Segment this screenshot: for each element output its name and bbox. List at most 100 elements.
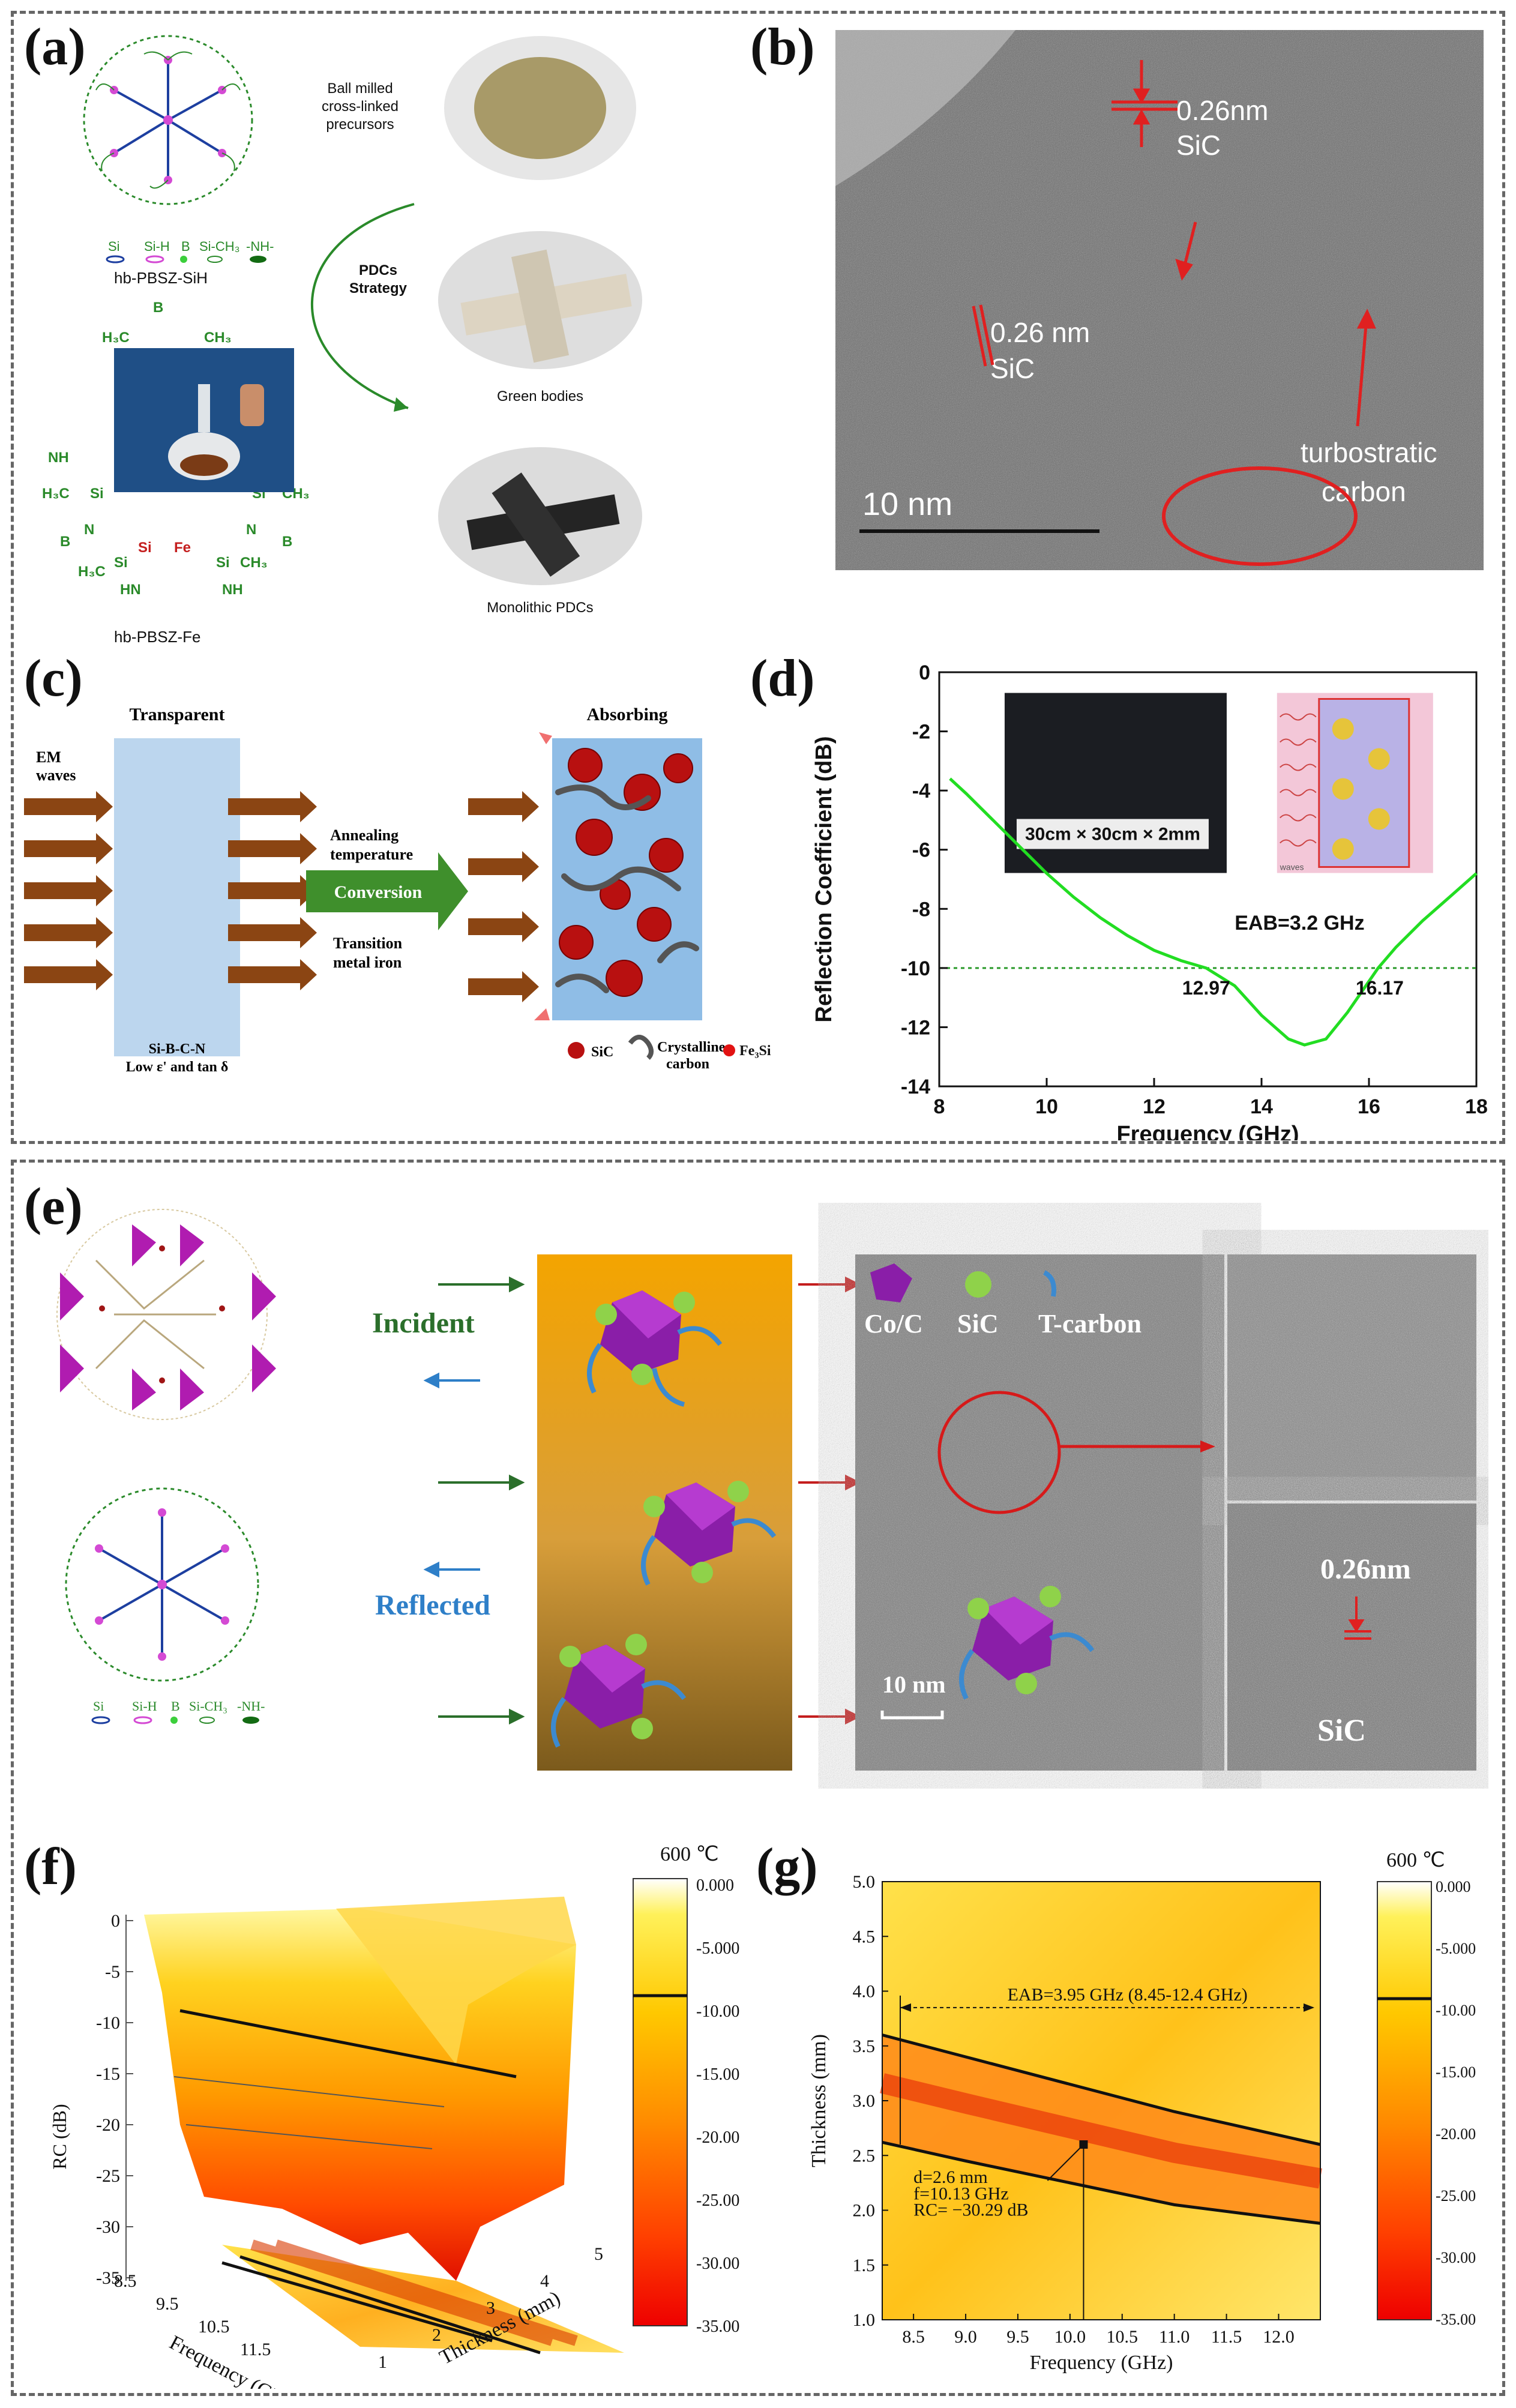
g-colorbar-tick-label: -20.00	[1436, 2125, 1476, 2143]
svg-text:Fe: Fe	[174, 540, 191, 556]
d-x-tick-label: 18	[1465, 1095, 1488, 1118]
d-inset-waves-label: waves	[1280, 862, 1304, 872]
g-marker-f: f=10.13 GHz	[913, 2184, 1009, 2203]
d-y-tick-label: -4	[912, 780, 930, 802]
legend-sic: SiC	[591, 1044, 613, 1060]
g-colorbar-tick-label: -35.00	[1436, 2311, 1476, 2328]
sibcn-2: Low ε' and tan δ	[126, 1059, 229, 1075]
f-y-tick-label: 4	[540, 2271, 549, 2291]
f-z-tick-label: -30	[96, 2217, 120, 2237]
annealing-2: temperature	[330, 846, 413, 863]
panel-g-contour-plot: EAB=3.95 GHz (8.45-12.4 GHz)d=2.6 mmf=10…	[808, 1849, 1476, 2374]
d-y-tick-label: 0	[919, 661, 930, 684]
transparent-label: Transparent	[130, 705, 225, 724]
svg-text:NH: NH	[222, 582, 243, 598]
d-x-tick-label: 12	[1143, 1095, 1166, 1118]
f-y-tick-label: 3	[486, 2298, 495, 2318]
mol-legend-sich3: Si-CH₃	[199, 239, 240, 254]
svg-text:B: B	[60, 534, 70, 550]
d-y-tick-label: -14	[901, 1076, 930, 1098]
g-x-tick-label: 10.5	[1107, 2327, 1139, 2347]
g-y-tick-label: 1.0	[853, 2310, 876, 2330]
f-x-tick-label: 8.5	[114, 2271, 137, 2291]
g-colorbar-tick-label: -5.000	[1436, 1940, 1476, 1957]
legend-carbon: carbon	[666, 1056, 709, 1072]
mol-legend-si: Si	[108, 239, 120, 254]
panel-label-b: (b)	[750, 18, 815, 76]
d-inset-label: 30cm × 30cm × 2mm	[1025, 825, 1200, 844]
f-colorbar-tick-label: 0.000	[696, 1876, 734, 1895]
d-y-tick-label: -10	[901, 957, 930, 980]
svg-text:CH₃: CH₃	[204, 330, 232, 346]
f-x-tick-label: 10.5	[198, 2317, 230, 2337]
tem-b-turbo-1: turbostratic	[1301, 437, 1437, 468]
svg-text:Si: Si	[138, 540, 152, 556]
d-y-axis-label: Reflection Coefficient (dB)	[811, 736, 837, 1022]
g-x-tick-label: 11.5	[1211, 2327, 1242, 2347]
g-y-tick-label: 3.0	[853, 2091, 876, 2111]
f-colorbar-tick-label: -10.00	[696, 2002, 739, 2021]
tem-e-scale-label: 10 nm	[882, 1671, 946, 1698]
incident-label: Incident	[372, 1307, 475, 1339]
g-x-tick-label: 9.5	[1006, 2327, 1029, 2347]
g-colorbar-tick-label: -25.00	[1436, 2187, 1476, 2205]
panel-label-a: (a)	[24, 18, 86, 76]
d-y-tick-label: -6	[912, 839, 930, 862]
svg-text:HN: HN	[120, 582, 141, 598]
svg-text:B: B	[153, 299, 163, 316]
f-z-tick-label: -15	[96, 2064, 120, 2084]
f-y-tick-label: 1	[378, 2352, 387, 2372]
tem-b-spacing-2: 0.26 nm	[990, 317, 1090, 348]
d-inset-label-bg	[1016, 819, 1209, 849]
tem-e-sic-label: SiC	[1317, 1714, 1366, 1748]
panel-f-surface-plot: 0-5-10-15-20-25-30-35 RC (dB) 8.59.510.5…	[49, 1843, 739, 2389]
panel-label-f: (f)	[24, 1838, 77, 1896]
legend-fe3si: Fe₃Si	[739, 1043, 771, 1059]
svg-text:N: N	[246, 522, 256, 538]
svg-text:H₃C: H₃C	[102, 330, 130, 346]
f-y-tick-label: 2	[432, 2325, 441, 2345]
ball-milled-line1: Ball milled	[327, 80, 393, 97]
hb-pbsz-sih-label: hb-PBSZ-SiH	[114, 269, 208, 287]
panel-label-g: (g)	[756, 1838, 818, 1896]
transition-1: Transition	[333, 935, 403, 952]
g-marker-rc: RC= −30.29 dB	[913, 2200, 1028, 2220]
e-legend-nh: -NH-	[237, 1699, 265, 1714]
transition-2: metal iron	[333, 954, 402, 971]
f-colorbar-tick-label: -20.00	[696, 2128, 739, 2147]
svg-text:Si: Si	[114, 555, 128, 571]
f-colorbar-title: 600 ℃	[660, 1843, 719, 1865]
g-y-tick-label: 1.5	[853, 2256, 876, 2275]
green-bodies-label: Green bodies	[497, 388, 583, 405]
pdcs-arrow	[311, 203, 415, 409]
ball-milled-line2: cross-linked	[322, 98, 399, 115]
g-colorbar-tick-label: 0.000	[1436, 1878, 1471, 1895]
f-colorbar-tick-label: -25.00	[696, 2191, 739, 2210]
pdcs-line2: Strategy	[349, 280, 408, 296]
g-y-tick-label: 2.5	[853, 2146, 876, 2166]
svg-text:NH: NH	[48, 450, 69, 466]
monolithic-label: Monolithic PDCs	[487, 600, 593, 616]
e-legend-tcarbon: T-carbon	[1038, 1309, 1142, 1338]
g-colorbar-title: 600 ℃	[1386, 1849, 1445, 1871]
transparent-slab	[114, 738, 240, 1056]
tem-b-spacing-1: 0.26nm	[1176, 95, 1268, 126]
hb-pbsz-sih-molecule	[83, 35, 253, 205]
em-label-2: waves	[36, 766, 76, 784]
tem-e-lattice-label: 0.26nm	[1320, 1553, 1411, 1585]
f-y-tick-label: 5	[594, 2244, 603, 2264]
f-colorbar-tick-label: -35.00	[696, 2317, 739, 2336]
f-z-tick-label: 0	[111, 1911, 120, 1931]
reflected-label: Reflected	[375, 1589, 490, 1621]
f-colorbar-tick-label: -30.00	[696, 2254, 739, 2273]
f-z-axis-ticks: 0-5-10-15-20-25-30-35	[96, 1911, 133, 2288]
d-eab-annotation: EAB=3.2 GHz	[1235, 912, 1364, 935]
g-x-tick-label: 8.5	[902, 2327, 925, 2347]
mof-structure	[56, 1209, 276, 1420]
f-colorbar-tick-label: -15.00	[696, 2065, 739, 2084]
panel-e-figure: Si Si-H B Si-CH₃ -NH- Incident Reflected	[56, 1209, 1476, 1771]
e-legend-si: Si	[93, 1699, 104, 1714]
f-colorbar	[633, 1878, 688, 2326]
bottom-frame	[11, 1160, 1505, 2396]
